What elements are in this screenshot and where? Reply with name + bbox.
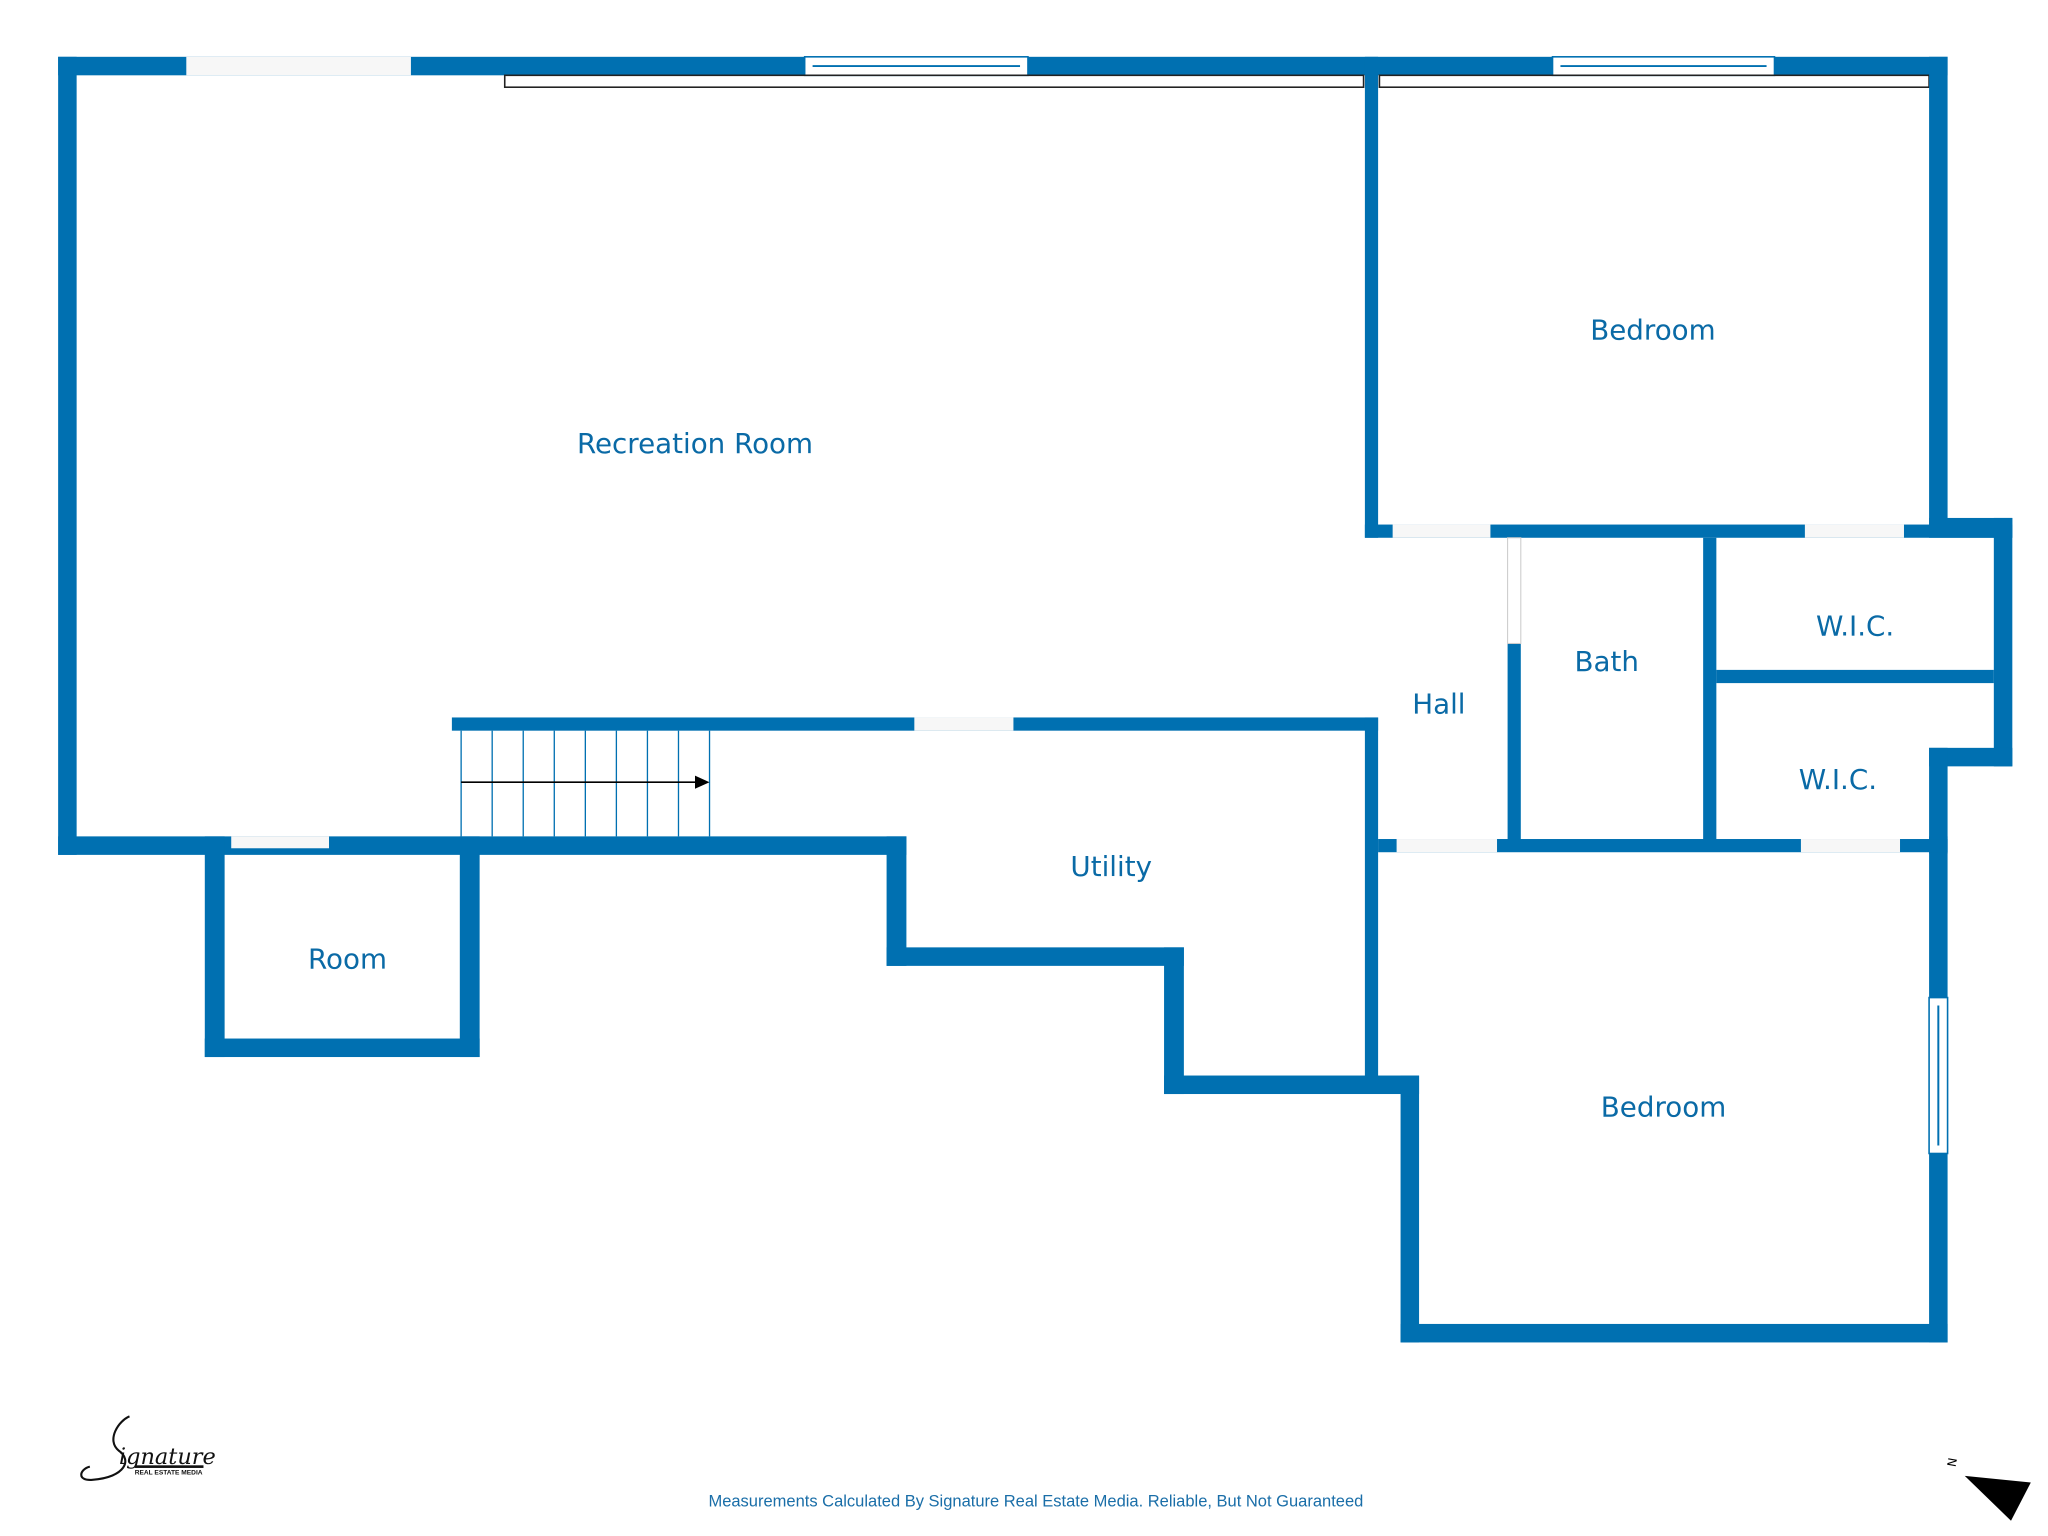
label-bath: Bath [1574, 645, 1638, 678]
north-arrow-icon: N [1945, 1457, 2031, 1521]
disclaimer: Measurements Calculated By Signature Rea… [708, 1492, 1363, 1510]
stair-arrow-icon [694, 775, 710, 789]
walls [58, 56, 2013, 1343]
room-labels: Recreation Room Bedroom Bath W.I.C. W.I.… [308, 314, 1894, 1124]
label-wic-1: W.I.C. [1816, 610, 1894, 643]
logo-tagline: REAL ESTATE MEDIA [135, 1470, 203, 1477]
label-wic-2: W.I.C. [1799, 763, 1877, 796]
stairs [460, 730, 711, 837]
window-top-1 [803, 56, 1029, 77]
window-top-2 [1551, 56, 1776, 77]
label-bedroom-1: Bedroom [1590, 314, 1715, 347]
label-recreation-room: Recreation Room [577, 427, 813, 460]
label-utility: Utility [1070, 850, 1152, 883]
label-bedroom-2: Bedroom [1601, 1090, 1726, 1123]
window-right [1928, 996, 1949, 1155]
north-label: N [1945, 1457, 1960, 1468]
logo: ignature REAL ESTATE MEDIA [80, 1415, 216, 1481]
label-room: Room [308, 943, 387, 976]
label-hall: Hall [1412, 687, 1465, 720]
